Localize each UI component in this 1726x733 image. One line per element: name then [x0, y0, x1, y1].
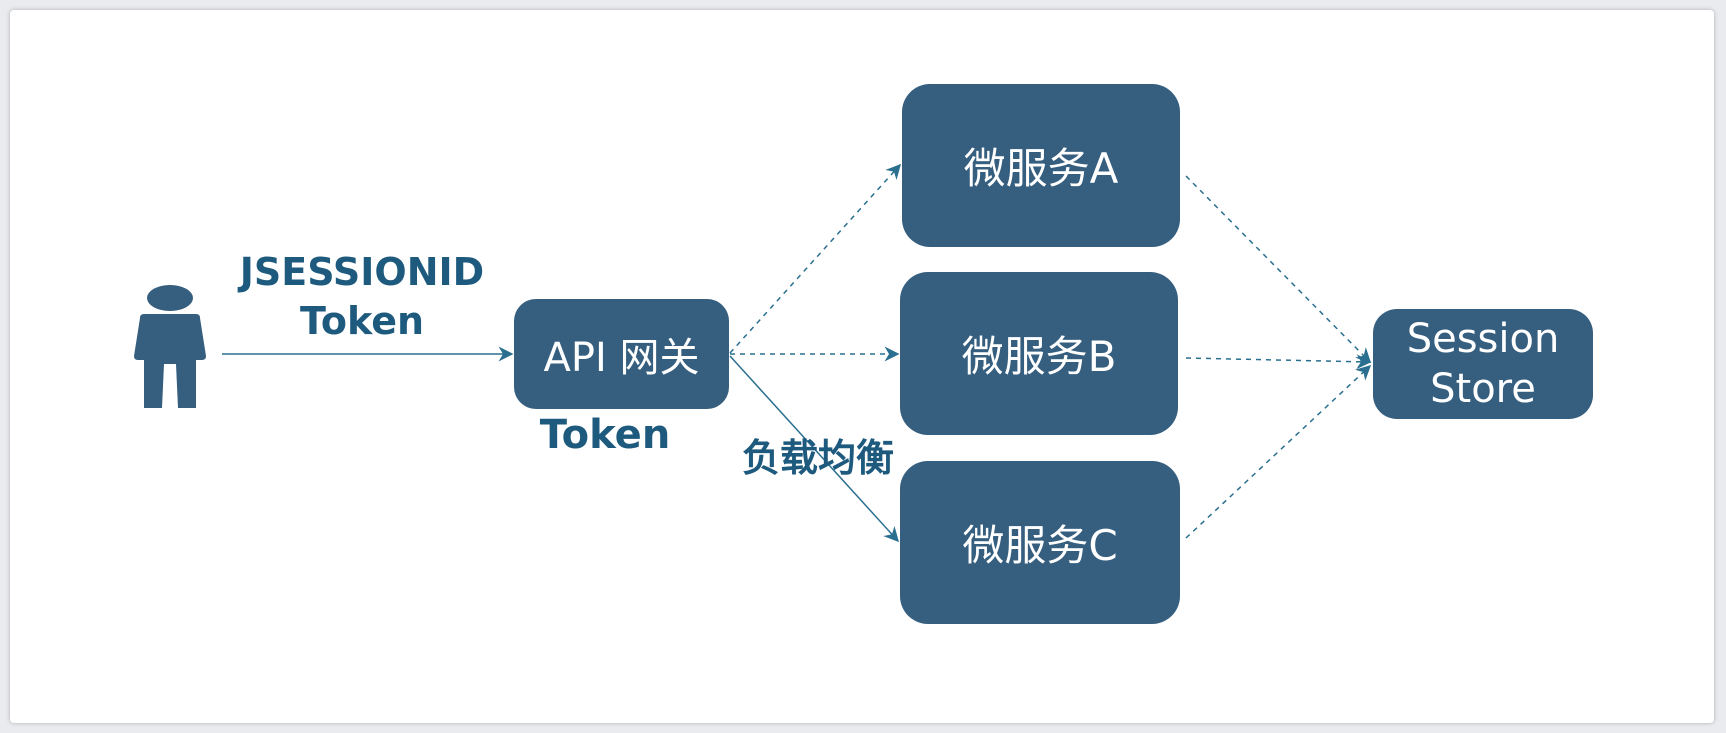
edge-service-a-to-store: [1185, 175, 1372, 364]
session-store-line2: Store: [1430, 366, 1536, 412]
service-c-label: 微服务C: [962, 521, 1118, 570]
edge-service-b-to-store: [1185, 354, 1372, 370]
service-b-label: 微服务B: [961, 332, 1117, 381]
client-credential-line2: Token: [299, 299, 425, 344]
client-credential-label: JSESSIONID Token: [232, 248, 492, 347]
service-a-node: 微服务A: [902, 84, 1180, 247]
service-b-node: 微服务B: [900, 272, 1178, 435]
session-store-line1: Session: [1406, 316, 1560, 362]
gateway-token-label: Token: [539, 412, 671, 458]
load-balance-label: 负载均衡: [741, 436, 894, 480]
service-a-label: 微服务A: [963, 144, 1119, 193]
api-gateway-label: API 网关: [543, 335, 700, 381]
service-c-node: 微服务C: [900, 461, 1180, 624]
edge-service-c-to-store: [1185, 364, 1372, 539]
edge-gateway-to-service-c: [729, 355, 900, 543]
session-store-node: Session Store: [1373, 309, 1593, 419]
edge-gateway-to-service-a: [729, 163, 902, 354]
api-gateway-node: API 网关: [514, 299, 729, 409]
user-icon: [120, 284, 220, 408]
client-credential-line1: JSESSIONID: [239, 250, 485, 294]
